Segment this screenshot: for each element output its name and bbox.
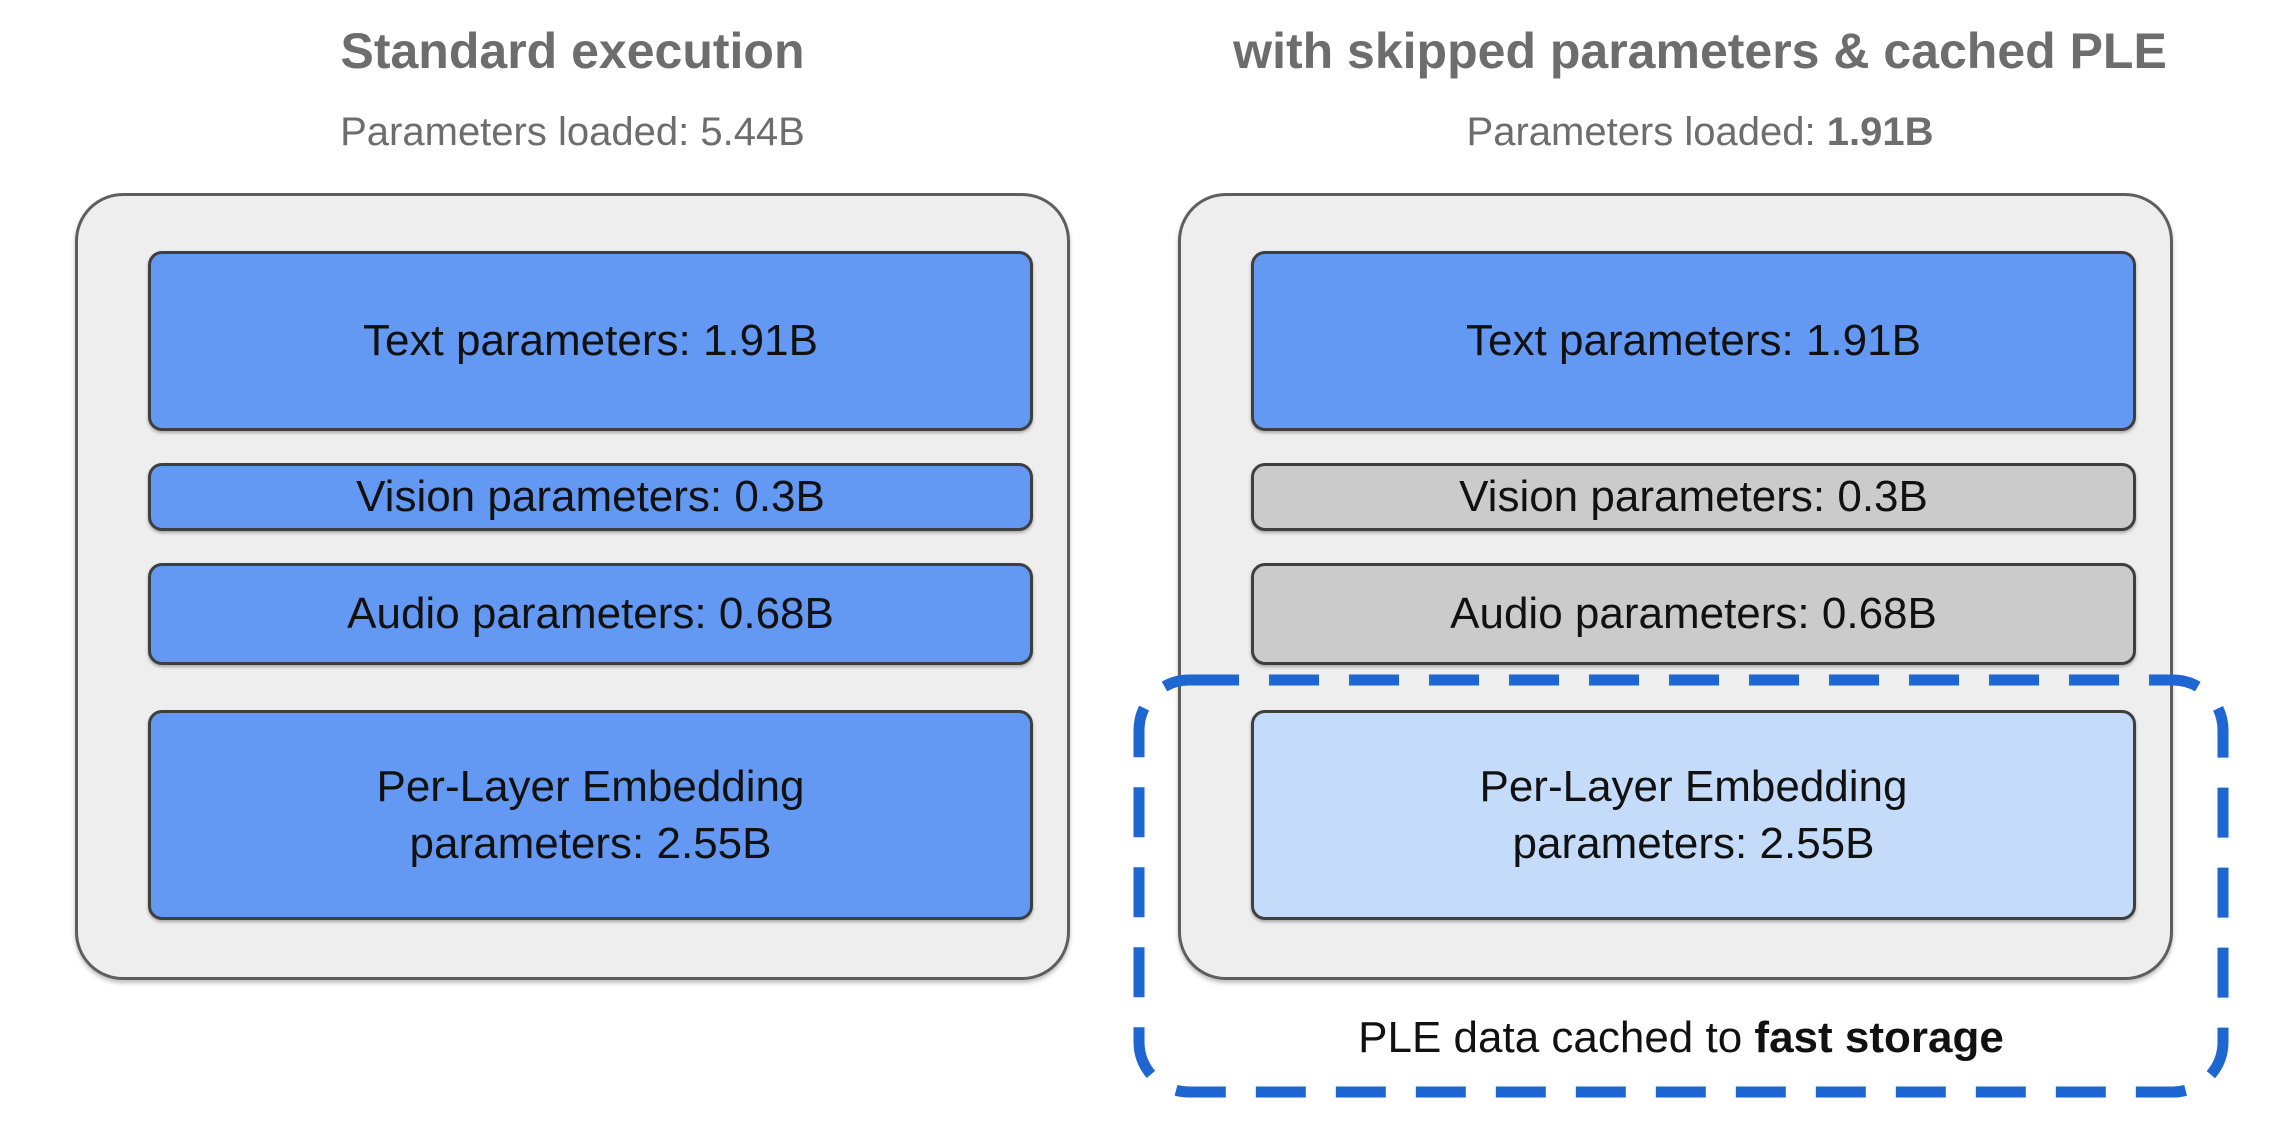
right-memory-container: Text parameters: 1.91B Vision parameters… xyxy=(1178,193,2173,980)
left-param-block-audio: Audio parameters: 0.68B xyxy=(148,563,1033,665)
right-panel-title: with skipped parameters & cached PLE xyxy=(1233,23,2167,79)
right-subtitle-prefix: Parameters loaded: xyxy=(1466,110,1827,154)
right-param-block-audio: Audio parameters: 0.68B xyxy=(1251,563,2136,665)
caption-bold-text: fast storage xyxy=(1754,1013,2004,1062)
block-label: Text parameters: 1.91B xyxy=(1466,316,1921,366)
left-memory-container: Text parameters: 1.91B Vision parameters… xyxy=(75,193,1070,980)
block-label: Vision parameters: 0.3B xyxy=(356,472,825,522)
left-param-block-text: Text parameters: 1.91B xyxy=(148,251,1033,431)
block-label: Text parameters: 1.91B xyxy=(363,316,818,366)
block-label: Audio parameters: 0.68B xyxy=(347,589,834,639)
left-subtitle-prefix: Parameters loaded: xyxy=(340,110,701,154)
block-label-line2: parameters: 2.55B xyxy=(1512,819,1875,868)
left-subtitle-value: 5.44B xyxy=(700,110,805,154)
ple-cache-caption: PLE data cached to fast storage xyxy=(1133,1008,2229,1068)
right-panel-subtitle: Parameters loaded: 1.91B xyxy=(1150,112,2250,152)
right-param-block-ple: Per-Layer Embedding parameters: 2.55B xyxy=(1251,710,2136,920)
block-label-line1: Per-Layer Embedding xyxy=(376,761,805,811)
right-param-block-text: Text parameters: 1.91B xyxy=(1251,251,2136,431)
caption-prefix: PLE data cached to xyxy=(1358,1013,1755,1062)
left-panel-title: Standard execution xyxy=(340,23,805,79)
block-label: Audio parameters: 0.68B xyxy=(1450,589,1937,639)
block-label-line1: Per-Layer Embedding xyxy=(1479,761,1908,811)
block-label: Vision parameters: 0.3B xyxy=(1459,472,1928,522)
right-subtitle-value: 1.91B xyxy=(1826,110,1934,154)
left-panel-subtitle: Parameters loaded: 5.44B xyxy=(0,112,1145,152)
left-param-block-ple: Per-Layer Embedding parameters: 2.55B xyxy=(148,710,1033,920)
right-param-block-vision: Vision parameters: 0.3B xyxy=(1251,463,2136,531)
left-param-block-vision: Vision parameters: 0.3B xyxy=(148,463,1033,531)
block-label-line2: parameters: 2.55B xyxy=(409,819,772,868)
